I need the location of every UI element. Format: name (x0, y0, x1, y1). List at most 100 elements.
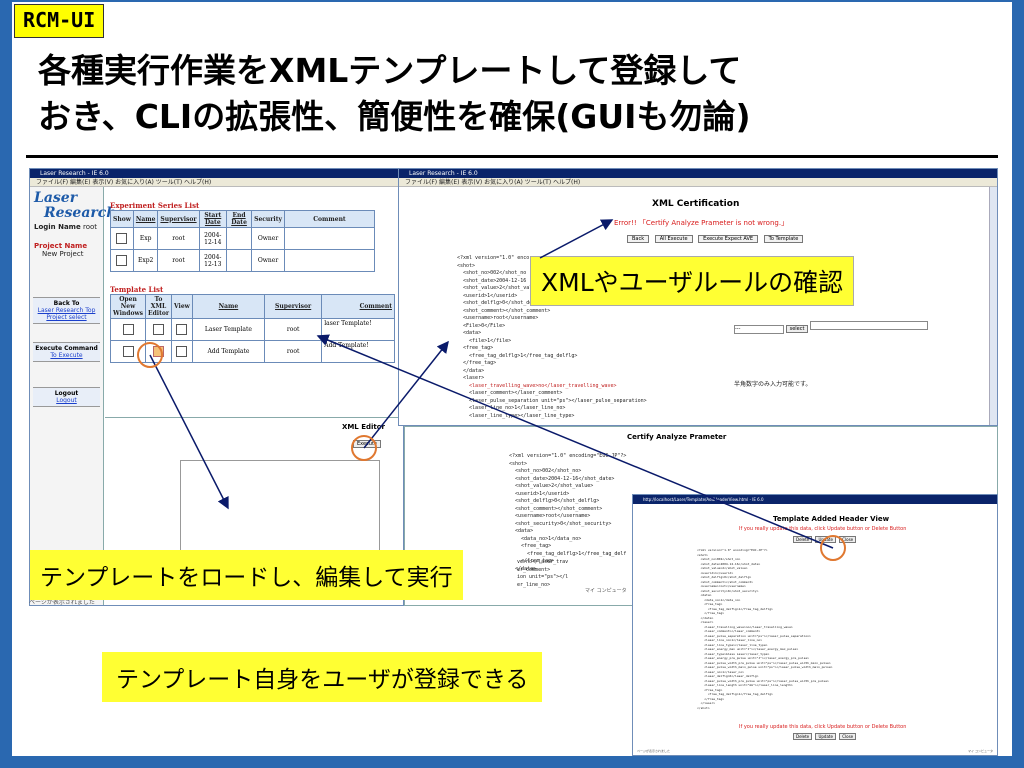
xml-line: <shot> (697, 552, 708, 557)
close-button[interactable]: Close (839, 536, 857, 543)
delete-button[interactable]: Delete (793, 733, 813, 740)
nav-back-box: Back To Laser Research Top Project selec… (33, 297, 100, 324)
xml-line: <free_tag_delflg>1</free_tag_delf (509, 550, 627, 557)
xml-line: <File>0</File> (457, 322, 506, 329)
xml-line: <laser> (457, 375, 485, 381)
cert-window-menubar[interactable]: ファイル(F) 編集(E) 表示(V) お気に入り(A) ツール(T) ヘルプ(… (399, 178, 997, 187)
cert-note: 半角数字のみ入力可能です。 (734, 381, 812, 388)
xml-line: </free_tag> (457, 360, 497, 366)
xml-line: <free_tag_delflg>1</free_tag_delflg> (457, 352, 578, 359)
xml-line: <laser_type>Glass Laser</laser_type> (697, 651, 770, 656)
select-button[interactable]: select (785, 325, 809, 333)
open-new-window-checkbox[interactable] (122, 324, 134, 335)
cert-title: XML Certification (652, 199, 740, 209)
project-label: Project Name (34, 242, 88, 250)
table-row: Exp root 2004-12-14 Owner (110, 227, 375, 250)
top-rule (0, 0, 1024, 2)
xml-line: </shot> (697, 705, 710, 710)
xml-line: </data> (509, 565, 537, 572)
value-select[interactable]: --- (734, 325, 784, 334)
left-app-window: Laser Research - IE 6.0 ファイル(F) 編集(E) 表示… (29, 168, 404, 606)
show-checkbox[interactable] (116, 255, 128, 266)
xml-line: </free_tag> (697, 611, 725, 615)
slide-title-line2: おき、CLIの拡張性、簡便性を確保(GUIも勿論) (38, 97, 751, 136)
xml-editor-textarea[interactable] (180, 460, 380, 560)
experiment-series-title: Experiment Series List (110, 201, 200, 210)
open-new-window-checkbox[interactable] (122, 346, 134, 357)
tpl-status-left: ページが表示されました (637, 749, 670, 753)
to-xml-editor-checkbox[interactable] (153, 346, 164, 357)
xml-line: <laser_delflg>0</laser_delflg> (697, 674, 759, 678)
xml-line: <shot_no>002</shot_no> (509, 468, 582, 474)
xml-line: <laser_pulse_width_main_pulse unit="ps">… (697, 665, 833, 669)
tpl-status-right: マイ コンピュータ (968, 749, 993, 753)
back-button[interactable]: Back (627, 235, 650, 243)
xml-line: er_comment> (517, 566, 551, 573)
template-table: Open New Windows To XML Editor View Name… (109, 294, 395, 363)
nav-logout-box: Logout Logout (33, 387, 100, 407)
xml-line: <username>root</username> (457, 315, 539, 321)
view-checkbox[interactable] (176, 346, 188, 357)
xml-line: <laser_travelling_wave>no</laser_travell… (697, 624, 793, 629)
xml-editor-label: XML Editor (341, 423, 385, 431)
xml-line: <laser_comment></laser_comment> (697, 629, 761, 633)
tpl-xml-text: <?xml version="1.0" encoding="EUC-JP"?><… (697, 548, 897, 716)
xml-line: <laser_no>1</laser_no> (697, 669, 744, 674)
update-button[interactable]: Update (815, 536, 836, 543)
show-checkbox[interactable] (116, 233, 128, 244)
xml-line: <laser_line_no>1</laser_line_no> (697, 638, 763, 642)
execute-button[interactable]: Execute (353, 440, 381, 448)
table-row: Laser Template root laser Template! (109, 318, 395, 341)
xml-line: <laser_line_no>1</laser_line_no> (457, 405, 566, 411)
xml-line: <free_tag> (457, 345, 494, 351)
value-input[interactable] (810, 321, 929, 330)
xml-line: <laser_energy_max unit="J"></laser_energ… (697, 647, 799, 651)
callout-xml-check: XMLやユーザルールの確認 (530, 256, 855, 306)
to-xml-editor-checkbox[interactable] (153, 324, 164, 335)
all-execute-button[interactable]: All Execute (654, 235, 693, 243)
xml-line: </laser> (697, 701, 716, 705)
callout-load-exec: テンプレートをロードし、編集して実行 (30, 550, 463, 600)
link-laser-research-top[interactable]: Laser Research Top (37, 307, 96, 314)
template-header-view-window: http://localhost/Laser/Template/AddHeade… (632, 494, 998, 756)
to-template-button[interactable]: To Template (763, 235, 804, 243)
app-sidebar: Laser Research Login Name root Project N… (30, 187, 116, 605)
xml-line: <shot_value>2</shot_value> (697, 566, 748, 570)
cert-error-message: Error!! 「Certify Analyze Prameter is not… (614, 219, 789, 227)
xml-line: </data> (697, 615, 714, 620)
xml-line: er_line_no> (517, 581, 551, 588)
xml-line: <?xml version="1.0" encoding="EUC-JP"?> (697, 548, 768, 552)
xml-line: <?xml version="1.0" enco (457, 255, 530, 261)
xml-line: <shot_date>2004-12-16</shot_date> (697, 561, 761, 566)
xml-line: <shot> (509, 460, 528, 467)
cert-button-row: Back All Execute Execute Expect AVE To T… (627, 235, 807, 243)
table-row: Add Template root Add Template! (109, 340, 395, 363)
left-window-menubar[interactable]: ファイル(F) 編集(E) 表示(V) お気に入り(A) ツール(T) ヘルプ(… (30, 178, 403, 187)
xml-line: <laser_line_type></laser_line_type> (697, 642, 768, 647)
xml-line: <?xml version="1.0" encoding="EUC-JP"?> (509, 453, 627, 459)
xml-line: <laser> (697, 620, 714, 624)
xml-line: <free_tag> (697, 602, 723, 606)
link-project-select[interactable]: Project select (46, 314, 87, 321)
delete-button[interactable]: Delete (793, 536, 813, 543)
tpl-message-bottom: If you really update this data, click Up… (739, 724, 907, 730)
xml-line: </data> (457, 367, 485, 374)
xml-line: <laser_pulse_separation unit="ps"></lase… (457, 397, 647, 404)
link-to-execute[interactable]: To Execute (50, 352, 83, 359)
slide-tag: RCM-UI (14, 4, 105, 38)
xml-line: <shot_comment></shot_comment> (457, 307, 551, 314)
left-window-titlebar: Laser Research - IE 6.0 (30, 169, 403, 178)
close-button[interactable]: Close (839, 733, 857, 740)
certify-status: マイ コンピュータ (585, 588, 627, 594)
view-checkbox[interactable] (176, 324, 188, 335)
xml-line: <file>1</file> (457, 337, 512, 344)
update-button[interactable]: Update (815, 733, 836, 740)
xml-line: <laser_line_length unit="mm"></laser_lin… (697, 683, 793, 687)
certify-title: Certify Analyze Prameter (627, 433, 727, 441)
link-logout[interactable]: Logout (56, 397, 77, 404)
login-info: Login Name root (34, 223, 98, 231)
execute-expect-ave-button[interactable]: Execute Expect AVE (698, 235, 759, 243)
cert-scrollbar[interactable] (989, 187, 997, 425)
template-list-title: Template List (110, 285, 164, 294)
xml-line: <laser_pulse_width_pre_pulse unit="ps"><… (697, 660, 831, 665)
